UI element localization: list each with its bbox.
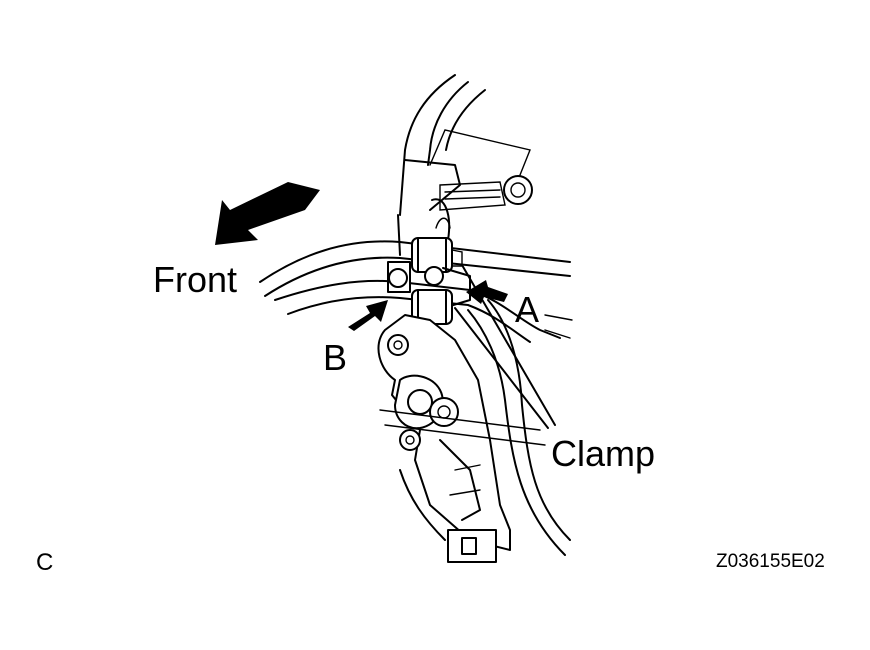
front-label: Front <box>153 259 238 300</box>
front-direction-arrow-icon <box>215 182 320 245</box>
hose-upper <box>259 240 571 297</box>
hose-vertical <box>467 299 571 556</box>
arrow-b-icon <box>348 300 388 331</box>
housing-upper <box>397 74 533 256</box>
callout-b-label: B <box>323 337 348 378</box>
corner-label: C <box>36 549 54 576</box>
clamp-label: Clamp <box>551 433 656 474</box>
arrow-a-icon <box>466 280 508 304</box>
housing-lower <box>377 314 546 563</box>
callout-a-label: A <box>515 289 540 330</box>
clamp-bracket <box>387 261 471 307</box>
figure-code: Z036155E02 <box>716 551 825 572</box>
